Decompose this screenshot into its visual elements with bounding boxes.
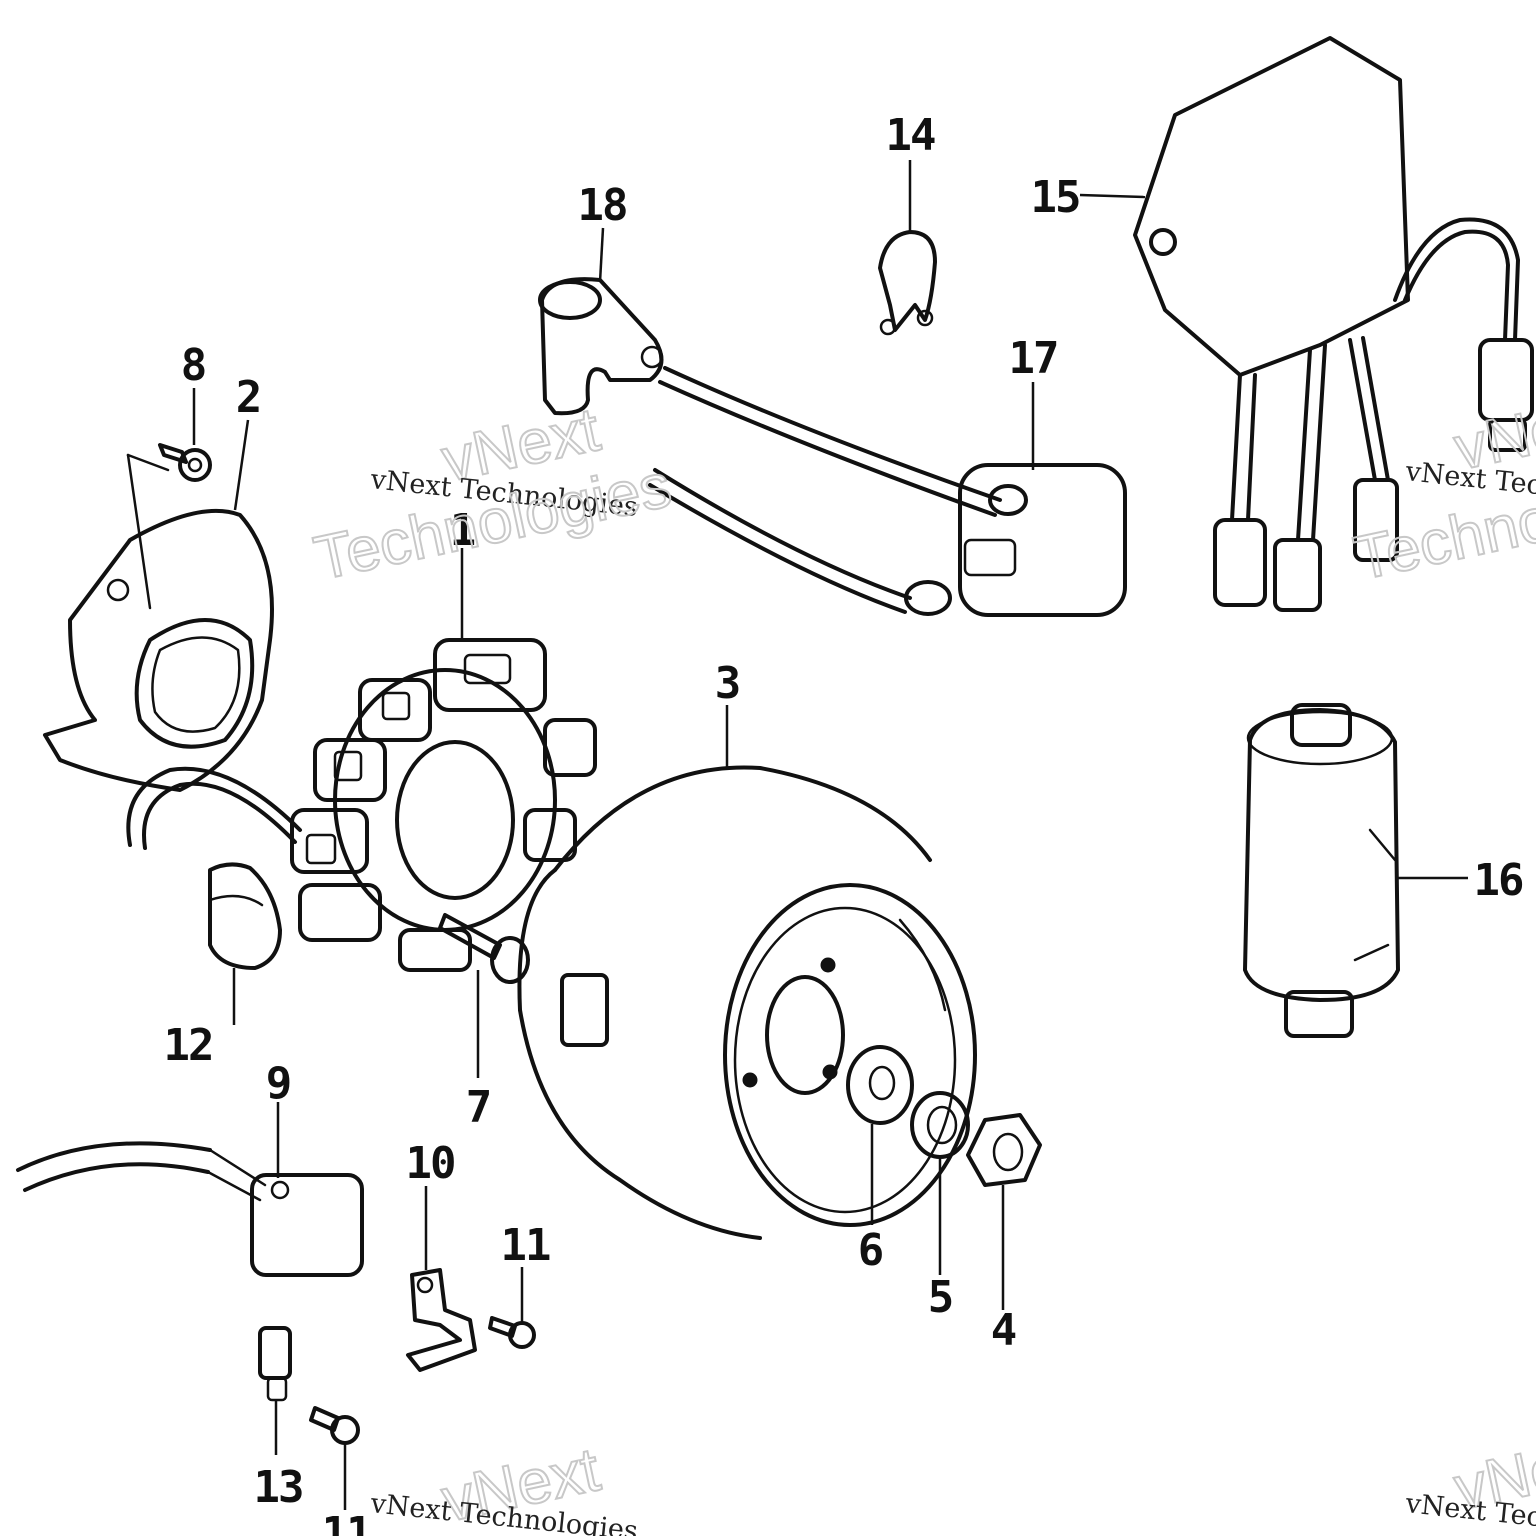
callout-13: 13 xyxy=(254,1462,303,1513)
callout-18: 18 xyxy=(578,180,627,231)
part-7-bolt xyxy=(438,913,530,984)
part-9-pulser xyxy=(16,1141,364,1277)
callout-2: 2 xyxy=(236,372,261,423)
callout-labels: 1 2 3 4 5 6 7 8 9 10 11 11 12 13 14 15 1… xyxy=(164,110,1525,1536)
callout-7: 7 xyxy=(466,1082,491,1133)
callout-12: 12 xyxy=(164,1020,213,1071)
part-17-ignition-coil xyxy=(648,366,1127,617)
callout-14: 14 xyxy=(886,110,935,161)
part-16-cylinder xyxy=(1243,703,1400,1038)
part-13-terminal xyxy=(258,1326,292,1402)
part-10-bracket xyxy=(406,1268,477,1372)
callout-8: 8 xyxy=(181,340,206,391)
part-15-cdi-unit xyxy=(1133,36,1534,612)
callout-5: 5 xyxy=(928,1272,953,1323)
part-8-screw xyxy=(126,443,212,610)
part-18-plug-cap xyxy=(538,277,664,416)
part-4-nut xyxy=(966,1113,1042,1187)
part-11-screw-upper xyxy=(488,1316,536,1349)
callout-15: 15 xyxy=(1031,172,1080,223)
callout-10: 10 xyxy=(406,1138,455,1189)
part-2-stator-plate xyxy=(43,508,274,792)
watermark-top-right: vNext vNext Technologies Technologies xyxy=(1348,382,1536,594)
part-3-flywheel xyxy=(517,765,977,1240)
callout-16: 16 xyxy=(1474,855,1523,906)
callout-1: 1 xyxy=(450,505,475,556)
leader-lines xyxy=(192,160,1468,1510)
watermark-bottom-center: vNext vNext Technologies xyxy=(368,1434,639,1536)
watermark-top-center: vNext vNext Technologies Technologies xyxy=(308,394,678,595)
watermark-bottom-right: vNext vNext Technologies xyxy=(1403,1422,1536,1536)
callout-9: 9 xyxy=(266,1058,291,1109)
callout-11-lower: 11 xyxy=(322,1508,371,1536)
callout-4: 4 xyxy=(991,1305,1016,1356)
callout-6: 6 xyxy=(858,1225,883,1276)
callout-3: 3 xyxy=(715,658,740,709)
part-12-grommet xyxy=(208,862,282,970)
part-6-washer xyxy=(846,1045,914,1125)
part-5-lock-washer xyxy=(910,1091,970,1159)
callout-17: 17 xyxy=(1009,333,1058,384)
part-11-screw-lower xyxy=(309,1406,360,1445)
callout-11-upper: 11 xyxy=(501,1220,550,1271)
part-14-clamp xyxy=(878,230,937,336)
